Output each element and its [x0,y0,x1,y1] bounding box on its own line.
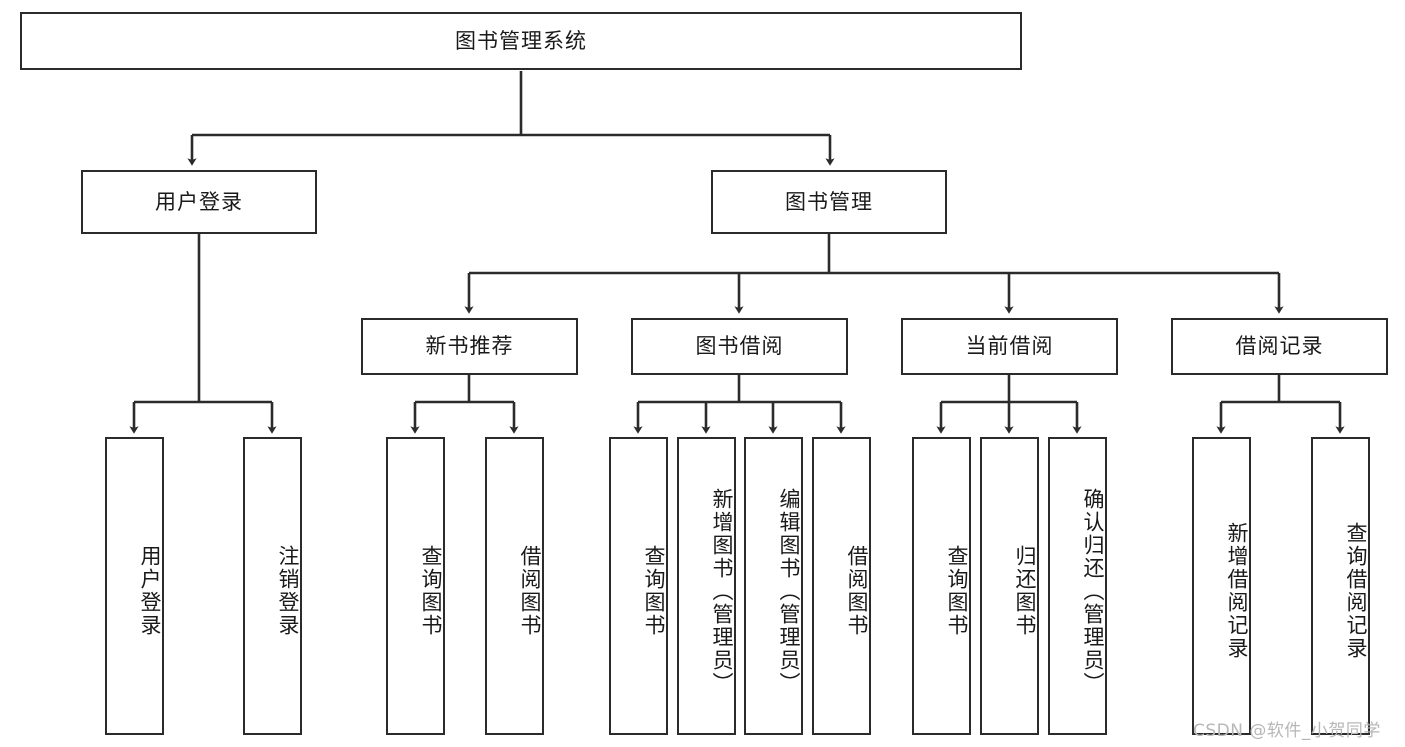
node-label: 确认归还（管理员） [1081,487,1105,695]
node-label: 新书推荐 [425,334,514,359]
node-book-borrow[interactable]: 图书借阅 [631,318,848,375]
node-new-book-recommend[interactable]: 新书推荐 [361,318,578,375]
node-label: 编辑图书（管理员） [777,487,801,695]
node-label: 图书管理系统 [455,28,587,53]
leaf-borrow-edit-book[interactable]: 编辑图书（管理员） [744,437,803,735]
node-current-borrow[interactable]: 当前借阅 [901,318,1118,375]
node-label: 查询图书 [419,545,443,637]
leaf-current-query-book[interactable]: 查询图书 [912,437,971,735]
node-label: 图书借阅 [695,334,784,359]
node-label: 图书管理 [785,189,873,214]
node-borrow-record[interactable]: 借阅记录 [1171,318,1388,375]
node-label: 归还图书 [1013,545,1037,637]
node-user-login[interactable]: 用户登录 [81,170,317,234]
leaf-recommend-query-book[interactable]: 查询图书 [386,437,445,735]
leaf-borrow-borrow-book[interactable]: 借阅图书 [812,437,871,735]
node-root-system[interactable]: 图书管理系统 [20,12,1022,70]
node-label: 用户登录 [155,189,243,214]
node-label: 借阅图书 [518,545,542,637]
leaf-current-confirm-return[interactable]: 确认归还（管理员） [1048,437,1107,735]
node-label: 用户登录 [138,545,162,637]
leaf-recommend-borrow-book[interactable]: 借阅图书 [485,437,544,735]
leaf-borrow-query-book[interactable]: 查询图书 [609,437,668,735]
node-book-management[interactable]: 图书管理 [711,170,947,234]
node-label: 新增借阅记录 [1225,522,1249,660]
node-label: 查询图书 [642,545,666,637]
leaf-record-query-record[interactable]: 查询借阅记录 [1311,437,1370,735]
csdn-watermark: CSDN @软件_小贺同学 [1193,721,1381,741]
node-label: 新增图书（管理员） [710,487,734,695]
leaf-borrow-add-book[interactable]: 新增图书（管理员） [677,437,736,735]
leaf-user-login-logout[interactable]: 注销登录 [243,437,302,735]
node-label: 查询图书 [945,545,969,637]
node-label: 查询借阅记录 [1344,522,1368,660]
leaf-current-return-book[interactable]: 归还图书 [980,437,1039,735]
leaf-user-login-login[interactable]: 用户登录 [105,437,164,735]
node-label: 注销登录 [276,545,300,637]
node-label: 当前借阅 [965,334,1054,359]
leaf-record-add-record[interactable]: 新增借阅记录 [1192,437,1251,735]
node-label: 借阅记录 [1235,334,1324,359]
node-label: 借阅图书 [845,545,869,637]
